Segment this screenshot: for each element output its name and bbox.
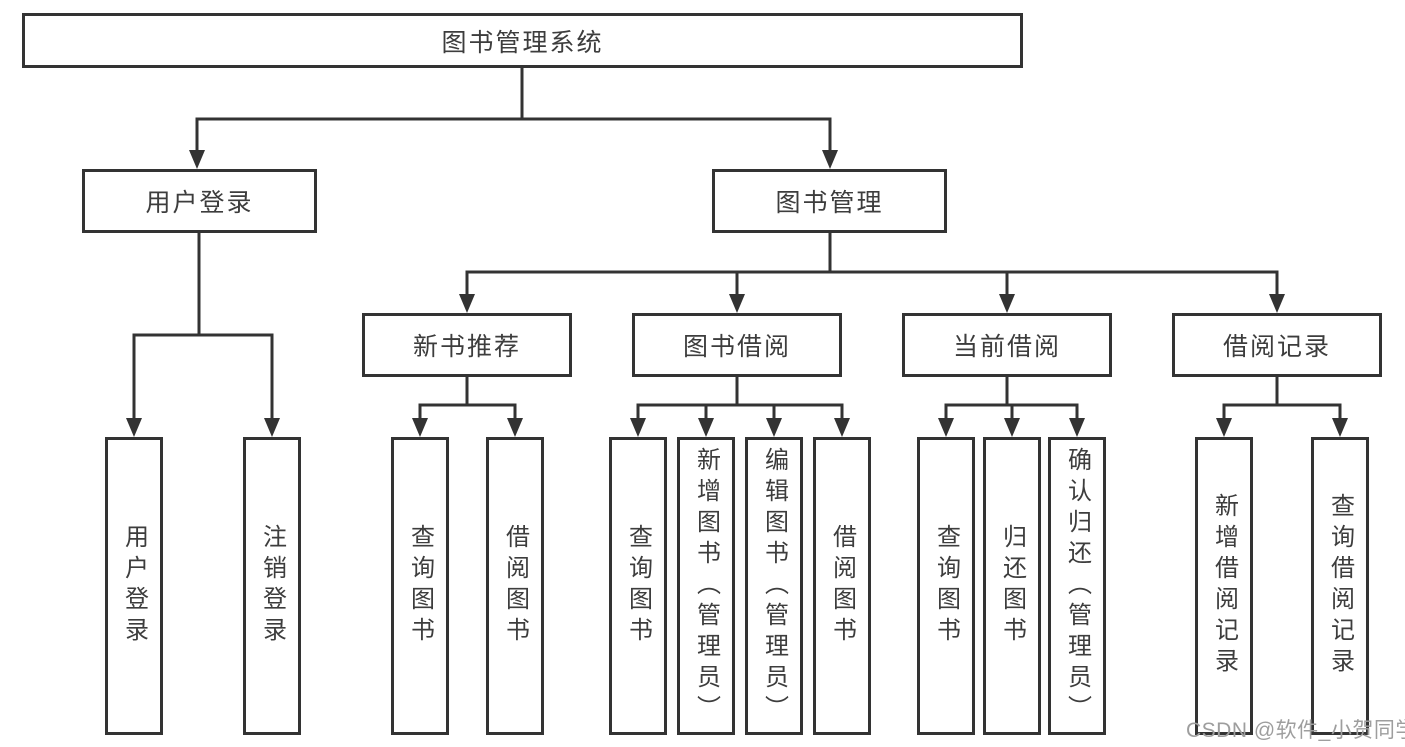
connector-management-to-level3 [465,231,1279,306]
connector-level3-to-leaves [418,375,1342,430]
node-label: 新增借阅记录 [1210,493,1238,679]
node-logout: 注销登录 [243,437,301,735]
node-recommend-query-books: 查询图书 [391,437,449,735]
node-label: 图书管理系统 [441,28,604,57]
node-label: 查询借阅记录 [1326,493,1354,679]
node-current-borrow: 当前借阅 [902,313,1112,377]
node-records-add-record: 新增借阅记录 [1195,437,1253,735]
node-label: 注销登录 [258,524,286,648]
node-label: 新书推荐 [412,333,521,361]
node-borrow-add-books-admin: 新增图书（管理员） [677,437,735,735]
watermark: CSDN @软件_小贺同学 [1186,719,1405,742]
node-current-return-books: 归还图书 [983,437,1041,735]
node-label: 查询图书 [406,524,434,648]
node-borrow-edit-books-admin: 编辑图书（管理员） [745,437,803,735]
node-borrow-records: 借阅记录 [1172,313,1382,377]
connector-login-to-children [132,231,274,430]
node-label: 查询图书 [624,524,652,648]
node-label: 图书管理 [775,189,884,217]
node-library-system: 图书管理系统 [22,13,1023,68]
connector-root-to-level2 [195,66,832,162]
node-book-management: 图书管理 [712,169,947,233]
node-label: 借阅图书 [501,524,529,648]
node-borrow-borrow-books: 借阅图书 [813,437,871,735]
node-user-login: 用户登录 [82,169,317,233]
node-label: 查询图书 [932,524,960,648]
node-label: 用户登录 [145,189,254,217]
node-label: 图书借阅 [682,333,791,361]
node-login: 用户登录 [105,437,163,735]
node-current-confirm-return-admin: 确认归还（管理员） [1048,437,1106,735]
node-records-query-record: 查询借阅记录 [1311,437,1369,735]
node-borrow-query-books: 查询图书 [609,437,667,735]
node-label: 新增图书（管理员） [692,446,720,726]
node-label: 当前借阅 [952,333,1061,361]
node-label: 编辑图书（管理员） [760,446,788,726]
node-label: 借阅记录 [1222,333,1331,361]
node-book-borrow: 图书借阅 [632,313,842,377]
node-current-query-books: 查询图书 [917,437,975,735]
node-label: 借阅图书 [828,524,856,648]
node-recommend-borrow-books: 借阅图书 [486,437,544,735]
node-label: 用户登录 [120,524,148,648]
node-new-book-recommend: 新书推荐 [362,313,572,377]
node-label: 确认归还（管理员） [1063,446,1091,726]
node-label: 归还图书 [998,524,1026,648]
